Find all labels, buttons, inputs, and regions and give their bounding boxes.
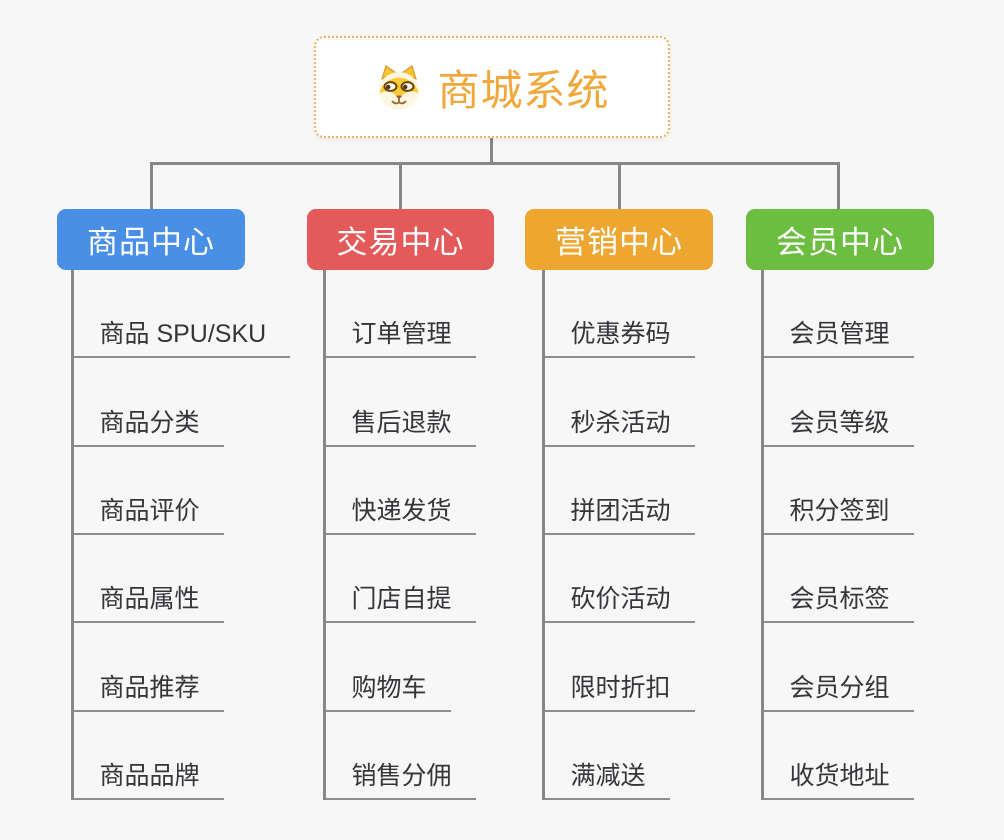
branch-item-label: 销售分佣 (351, 761, 452, 790)
branch-item-label: 会员分组 (789, 673, 890, 702)
branch-item[interactable]: 商品 SPU/SKU (73, 270, 291, 359)
branch-item[interactable]: 快递发货 (325, 447, 476, 535)
branch-item-label: 商品分类 (99, 408, 200, 437)
branch-items-marketing-center: 优惠券码秒杀活动拼团活动砍价活动限时折扣满减送 (541, 270, 695, 800)
branch-item[interactable]: 订单管理 (325, 270, 476, 359)
branch-items-member-center: 会员管理会员等级积分签到会员标签会员分组收货地址 (760, 270, 914, 800)
branch-item-label: 商品评价 (99, 496, 200, 525)
branch-item-label: 商品 SPU/SKU (99, 320, 267, 349)
branch-item[interactable]: 优惠券码 (544, 270, 695, 359)
root-node[interactable]: 商城系统 (314, 36, 670, 138)
branch-item-label: 售后退款 (351, 408, 452, 437)
branch-item[interactable]: 商品推荐 (73, 623, 224, 712)
branch-item-label: 快递发货 (351, 496, 452, 525)
branch-item[interactable]: 会员标签 (763, 535, 914, 624)
branch-header-label: 营销中心 (555, 225, 683, 260)
branch-item-label: 满减送 (570, 761, 646, 790)
branch-item[interactable]: 会员等级 (763, 358, 914, 447)
branch-header-marketing-center[interactable]: 营销中心 (525, 209, 713, 270)
connector-branch-drop (150, 165, 153, 209)
branch-item-label: 收货地址 (789, 761, 890, 790)
branch-item[interactable]: 购物车 (325, 623, 451, 712)
branch-item-label: 会员标签 (789, 585, 890, 614)
branch-item[interactable]: 满减送 (544, 712, 670, 800)
branch-item-label: 商品品牌 (99, 761, 200, 790)
connector-bus (150, 162, 840, 165)
branch-item-label: 积分签到 (789, 496, 890, 525)
branch-item-label: 商品推荐 (99, 673, 200, 702)
branch-item[interactable]: 拼团活动 (544, 447, 695, 535)
branch-item-label: 优惠券码 (570, 320, 671, 349)
branch-header-label: 会员中心 (776, 225, 904, 260)
branch-header-label: 商品中心 (87, 225, 215, 260)
branch-item-label: 订单管理 (351, 320, 452, 349)
branch-item[interactable]: 销售分佣 (325, 712, 476, 800)
branch-item[interactable]: 售后退款 (325, 358, 476, 447)
branch-item[interactable]: 商品评价 (73, 447, 224, 535)
connector-branch-drop (837, 165, 840, 209)
branch-item[interactable]: 商品分类 (73, 358, 224, 447)
connector-branch-drop (618, 165, 621, 209)
branch-item[interactable]: 商品属性 (73, 535, 224, 624)
branch-item[interactable]: 会员分组 (763, 623, 914, 712)
branch-item-label: 会员管理 (789, 320, 890, 349)
branch-header-product-center[interactable]: 商品中心 (57, 209, 245, 270)
branch-item-label: 限时折扣 (570, 673, 671, 702)
branch-item-label: 拼团活动 (570, 496, 671, 525)
branch-item-label: 商品属性 (99, 585, 200, 614)
branch-item[interactable]: 收货地址 (763, 712, 914, 800)
branch-item[interactable]: 商品品牌 (73, 712, 224, 800)
root-title: 商城系统 (437, 66, 610, 114)
branch-item[interactable]: 砍价活动 (544, 535, 695, 624)
branch-item[interactable]: 积分签到 (763, 447, 914, 535)
branch-item-label: 秒杀活动 (570, 408, 671, 437)
branch-item-label: 砍价活动 (570, 585, 671, 614)
branch-item[interactable]: 门店自提 (325, 535, 476, 624)
shiba-dog-icon (379, 64, 420, 110)
connector-root-drop (490, 138, 493, 165)
branch-item[interactable]: 限时折扣 (544, 623, 695, 712)
branch-header-label: 交易中心 (336, 225, 465, 260)
connector-branch-drop (399, 165, 402, 209)
branch-item[interactable]: 会员管理 (763, 270, 914, 359)
branch-header-member-center[interactable]: 会员中心 (746, 209, 934, 270)
branch-items-product-center: 商品 SPU/SKU 商品分类商品评价商品属性商品推荐商品品牌 (70, 270, 291, 800)
branch-items-trade-center: 订单管理售后退款快递发货门店自提购物车销售分佣 (322, 270, 476, 800)
branch-header-trade-center[interactable]: 交易中心 (307, 209, 494, 270)
branch-item-label: 会员等级 (789, 408, 890, 437)
branch-item-label: 购物车 (351, 673, 427, 702)
branch-item[interactable]: 秒杀活动 (544, 358, 695, 447)
branch-item-label: 门店自提 (351, 585, 452, 614)
